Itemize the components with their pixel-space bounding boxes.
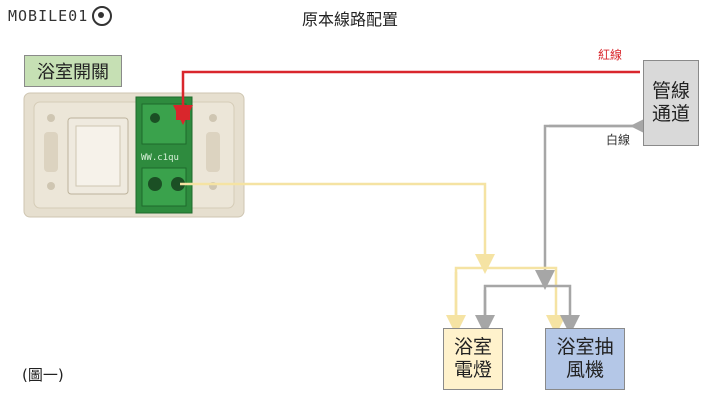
yellow-wire-branch [454,266,566,335]
logo-text: MOBILE01 [8,7,89,25]
mobile01-logo: MOBILE01 [8,6,113,26]
switch-photo: WW.c1qu [23,92,245,218]
switch-label-text: 浴室開關 [37,62,109,83]
lamp-box: 浴室 電燈 [443,328,503,390]
fan-label: 浴室抽 風機 [556,336,614,381]
red-wire-end [176,108,190,120]
fan-box: 浴室抽 風機 [545,328,625,390]
conduit-box: 管線 通道 [643,60,699,146]
lamp-label: 浴室 電燈 [453,336,492,381]
switch-watermark: WW.c1qu [141,153,179,163]
yellow-wire-main [180,182,495,274]
switch-label: 浴室開關 [24,55,122,87]
white-wire [535,124,642,290]
logo-mark-icon [92,6,113,26]
white-wire-label: 白線 [605,133,630,147]
conduit-label: 管線 通道 [651,80,690,125]
red-wire [173,70,640,125]
red-wire-label: 紅線 [597,48,622,62]
figure-caption: (圖一) [22,366,64,384]
diagram-title: 原本線路配置 [301,10,398,29]
